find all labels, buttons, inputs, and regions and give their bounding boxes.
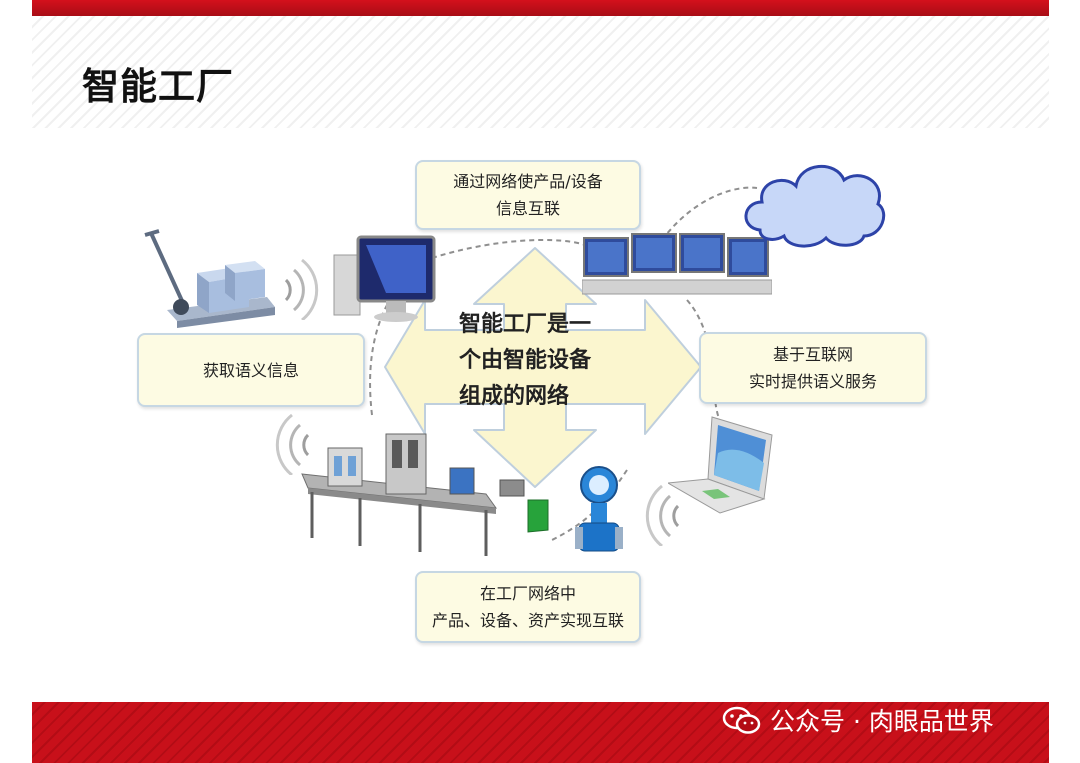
box-left: 获取语义信息 [137, 333, 365, 407]
box-top-line: 通过网络使产品/设备 [453, 172, 603, 191]
hand-truck-boxes-icon [144, 229, 275, 328]
dashed-connector-arc [431, 239, 593, 259]
center-line: 组成的网络 [459, 384, 570, 409]
bottom-accent-bar [32, 702, 1049, 763]
monitor-cluster-icon [582, 233, 772, 295]
box-bottom-line: 产品、设备、资产实现互联 [431, 611, 624, 630]
box-left-line: 获取语义信息 [202, 360, 299, 380]
flow-meter-icon [575, 466, 623, 552]
center-line: 个由智能设备 [459, 348, 592, 373]
wireless-signal-icon [284, 258, 319, 320]
cloud-icon [744, 165, 886, 248]
center-line: 智能工厂是一 [459, 312, 592, 337]
top-accent-bar [32, 0, 1049, 16]
watermark: 公众号 · 肉眼品世界 [722, 702, 994, 738]
wireless-signal-icon [275, 413, 310, 475]
wireless-signal-icon [645, 484, 680, 546]
header-band [32, 16, 1049, 128]
box-bottom-line: 在工厂网络中 [479, 584, 576, 603]
desktop-computer-icon [333, 235, 436, 322]
assembly-line-icon [301, 433, 549, 556]
laptop-icon [668, 416, 773, 514]
watermark-text: 公众号 · 肉眼品世界 [770, 707, 994, 736]
box-bottom: 在工厂网络中 产品、设备、资产实现互联 [415, 571, 641, 643]
four-way-arrow [384, 247, 702, 488]
box-right-line: 基于互联网 [772, 345, 853, 364]
slide-title: 智能工厂 [82, 65, 234, 108]
slide: 智能工厂 智能工厂是一 个由智能设备 组成的网络 通过网络使产品/设备 信息互联… [32, 0, 1049, 763]
box-top-line: 信息互联 [495, 199, 560, 218]
dashed-connector-arc [661, 186, 758, 241]
box-top: 通过网络使产品/设备 信息互联 [415, 160, 641, 230]
center-statement: 智能工厂是一 个由智能设备 组成的网络 [459, 307, 629, 415]
box-right: 基于互联网 实时提供语义服务 [699, 332, 927, 404]
box-right-line: 实时提供语义服务 [748, 372, 877, 391]
wechat-logo-icon [722, 706, 761, 734]
